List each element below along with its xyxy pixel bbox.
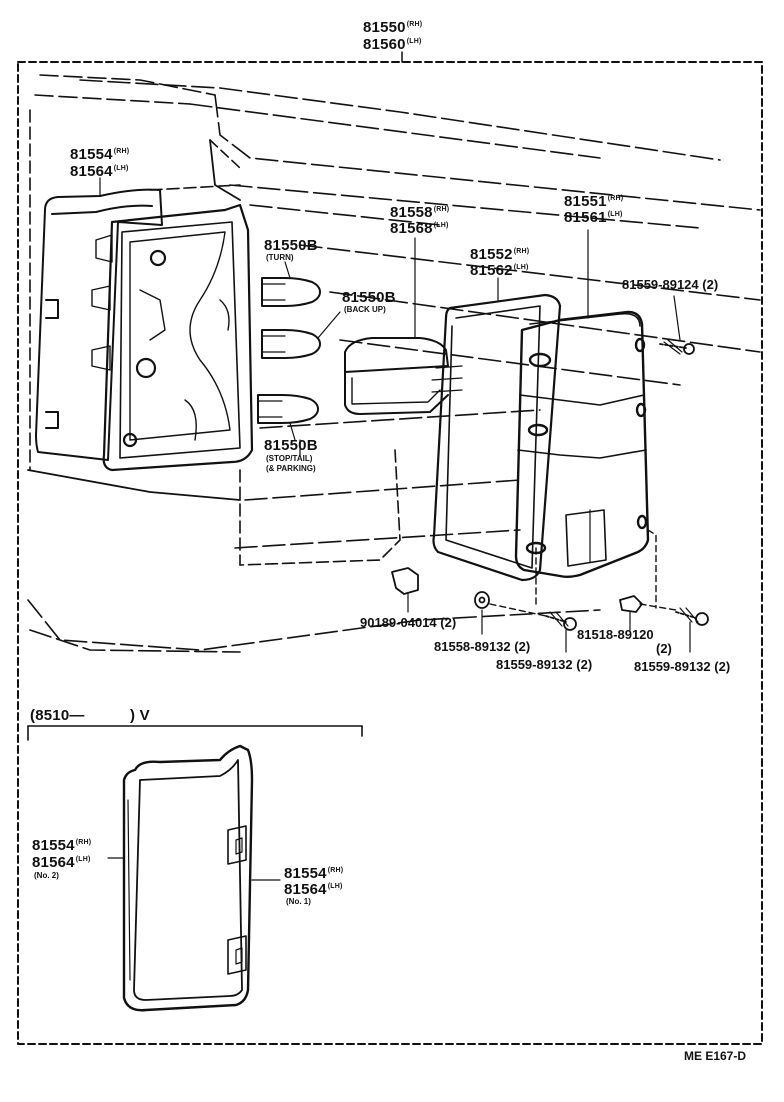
- lamp-housing: [91, 203, 254, 472]
- label-turn-note: (TURN): [266, 253, 294, 262]
- label-inset-a-rh: 81554(RH): [32, 837, 92, 854]
- assembly-frame: [17, 61, 763, 1045]
- label-lens-rh: 81551(RH): [564, 193, 624, 210]
- label-inset-a-lh: 81564(LH): [32, 854, 91, 871]
- label-ref-code: ME E167-D: [684, 1049, 747, 1063]
- label-inner-rh: 81558(RH): [390, 204, 450, 221]
- lens-packing: [432, 277, 562, 582]
- label-inset-range-start: (8510—: [30, 707, 85, 724]
- label-inner-lh: 81568(LH): [390, 220, 449, 237]
- label-assy-lh: 81560(LH): [363, 36, 422, 53]
- label-stop-note1: (STOP/TAIL): [266, 454, 313, 463]
- vehicle-body: [27, 74, 761, 653]
- tail-lens: [514, 229, 650, 578]
- label-washer: 81558-89132 (2): [434, 639, 531, 654]
- label-nut: 90189-04014 (2): [360, 615, 457, 630]
- inset-bracket: [27, 725, 363, 741]
- label-packing-lh: 81562(LH): [470, 262, 529, 279]
- outer-gasket: [35, 188, 163, 461]
- label-inset-range-end: ) V: [130, 707, 150, 724]
- hardware: [391, 295, 709, 653]
- bulbs: [257, 261, 341, 441]
- label-screw-right: 81559-89132 (2): [634, 659, 731, 674]
- label-bulb-backup: 81550B: [342, 289, 396, 306]
- label-gasket-lh: 81564(LH): [70, 163, 129, 180]
- label-screw-mid: 81559-89132 (2): [496, 657, 593, 672]
- label-inset-b-note: (No. 1): [286, 897, 311, 906]
- label-stop-note2: (& PARKING): [266, 464, 316, 473]
- label-inset-b-lh: 81564(LH): [284, 881, 343, 898]
- label-backup-note: (BACK UP): [344, 305, 386, 314]
- label-clip-qty: (2): [656, 641, 672, 656]
- label-bulb-turn: 81550B: [264, 237, 318, 254]
- leaders: [99, 177, 301, 457]
- label-bulb-stop: 81550B: [264, 437, 318, 454]
- inset-gasket: [107, 744, 281, 1012]
- label-lens-lh: 81561(LH): [564, 209, 623, 226]
- label-packing-rh: 81552(RH): [470, 246, 530, 263]
- label-gasket-rh: 81554(RH): [70, 146, 130, 163]
- label-inset-a-note: (No. 2): [34, 871, 59, 880]
- label-assy-rh: 81550(RH): [363, 19, 423, 36]
- label-screw-top: 81559-89124 (2): [622, 277, 719, 292]
- inner-reflector: [344, 237, 463, 415]
- label-clip: 81518-89120: [577, 627, 654, 642]
- label-inset-b-rh: 81554(RH): [284, 865, 344, 882]
